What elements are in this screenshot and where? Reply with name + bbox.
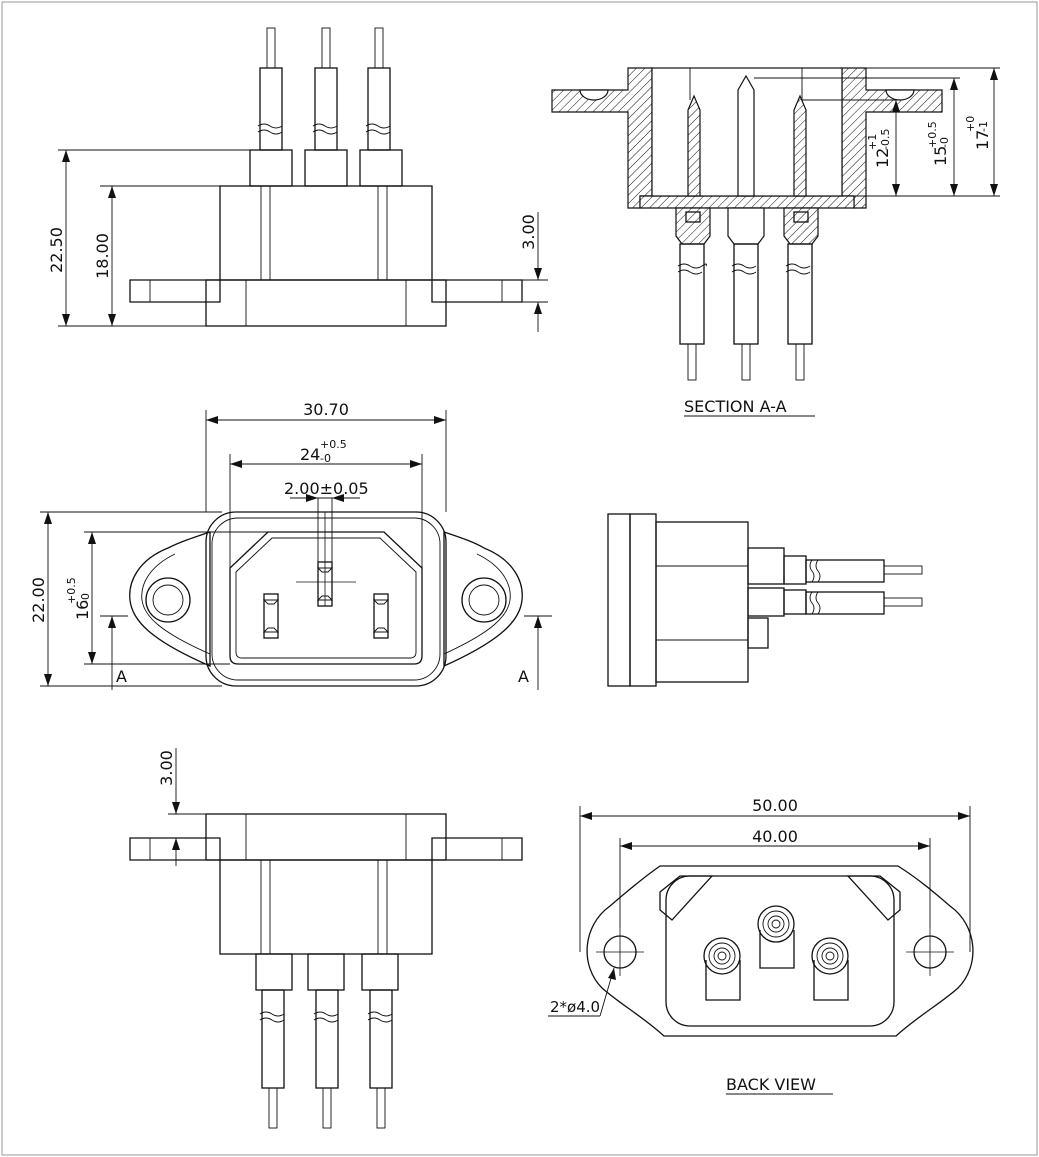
dim-section-15: 15 +0.5 -0 — [926, 121, 951, 166]
dim-side-body-height: 18.00 — [93, 185, 220, 326]
side-view: 22.50 18.00 3.00 — [47, 27, 548, 332]
dim-bottom-flange: 3.00 — [157, 748, 206, 866]
side-flange-left — [129, 279, 221, 303]
front-mounting-hole-right — [461, 577, 507, 623]
svg-text:22.00: 22.00 — [29, 577, 48, 623]
dim-section-17: 17 +0 -1 — [964, 116, 992, 150]
back-terminal-left — [703, 937, 741, 975]
svg-text:2*ø4.0: 2*ø4.0 — [550, 998, 600, 1016]
svg-text:-0.5: -0.5 — [879, 129, 892, 150]
dim-front-30-70: 30.70 — [205, 400, 447, 512]
section-marker-left: A — [100, 615, 128, 690]
svg-text:+1: +1 — [866, 134, 879, 150]
svg-text:2.00±0.05: 2.00±0.05 — [284, 479, 369, 498]
dim-back-40: 40.00 — [619, 827, 931, 928]
svg-text:16: 16 — [73, 600, 92, 620]
section-marker-right: A — [518, 615, 552, 690]
dim-side-total-height: 22.50 — [47, 149, 250, 327]
back-view-label: BACK VIEW — [726, 1075, 816, 1094]
svg-text:-1: -1 — [977, 121, 990, 132]
back-terminal-right — [811, 937, 849, 975]
side-body — [219, 185, 433, 281]
front-mounting-hole-left — [145, 577, 191, 623]
svg-text:15: 15 — [931, 146, 950, 166]
front-outer-body — [205, 511, 447, 687]
side-wires — [249, 27, 403, 187]
dim-text-3-00-side: 3.00 — [519, 214, 538, 250]
svg-text:12: 12 — [873, 148, 892, 168]
dim-front-24: 24 +0.5 -0 — [229, 438, 423, 568]
svg-text:24: 24 — [300, 445, 320, 464]
side-front-collar — [205, 279, 447, 327]
svg-text:+0.5: +0.5 — [926, 121, 939, 148]
dim-front-pin-width: 2.00±0.05 — [284, 479, 369, 562]
svg-text:+0: +0 — [964, 116, 977, 132]
svg-text:-0: -0 — [938, 137, 951, 148]
dim-front-16: 16 +0.5 -0 — [65, 531, 268, 665]
dim-side-flange-thickness: 3.00 — [519, 212, 548, 332]
front-socket — [229, 531, 423, 665]
front-pin-left — [263, 593, 279, 639]
back-terminal-earth — [757, 905, 795, 943]
back-outline — [586, 865, 974, 1037]
section-view: 12 +1 -0.5 15 +0.5 -0 17 +0 -1 SECTION A… — [551, 67, 1000, 417]
dim-back-50: 50.00 — [579, 796, 971, 952]
svg-text:30.70: 30.70 — [303, 400, 349, 419]
bottom-front-collar — [205, 813, 447, 861]
svg-text:+0.5: +0.5 — [320, 438, 347, 451]
back-inner-body — [665, 875, 895, 1027]
bottom-wires — [255, 953, 399, 1129]
dim-front-22: 22.00 — [29, 511, 222, 687]
dim-back-hole-callout: 2*ø4.0 — [548, 967, 616, 1017]
svg-text:3.00: 3.00 — [157, 750, 176, 786]
section-terminals — [675, 207, 819, 381]
front-pin-right — [373, 593, 389, 639]
back-view: 50.00 40.00 2*ø4.0 BACK VIEW — [548, 796, 974, 1095]
svg-text:-0: -0 — [320, 452, 331, 465]
svg-text:+0.5: +0.5 — [65, 577, 78, 604]
bottom-body — [219, 859, 433, 955]
dim-section-12: 12 +1 -0.5 — [866, 129, 892, 168]
bottom-view: 3.00 — [129, 748, 523, 1129]
svg-text:A: A — [116, 667, 127, 686]
dim-text-18-00: 18.00 — [93, 233, 112, 279]
dim-text-22-50: 22.50 — [47, 227, 66, 273]
section-label: SECTION A-A — [684, 397, 787, 416]
svg-text:17: 17 — [973, 130, 992, 150]
right-side-view — [607, 513, 923, 687]
svg-text:40.00: 40.00 — [752, 827, 798, 846]
svg-text:50.00: 50.00 — [752, 796, 798, 815]
front-view: 30.70 24 +0.5 -0 2.00±0.05 — [29, 400, 552, 690]
svg-text:A: A — [518, 667, 529, 686]
svg-text:-0: -0 — [79, 593, 92, 604]
